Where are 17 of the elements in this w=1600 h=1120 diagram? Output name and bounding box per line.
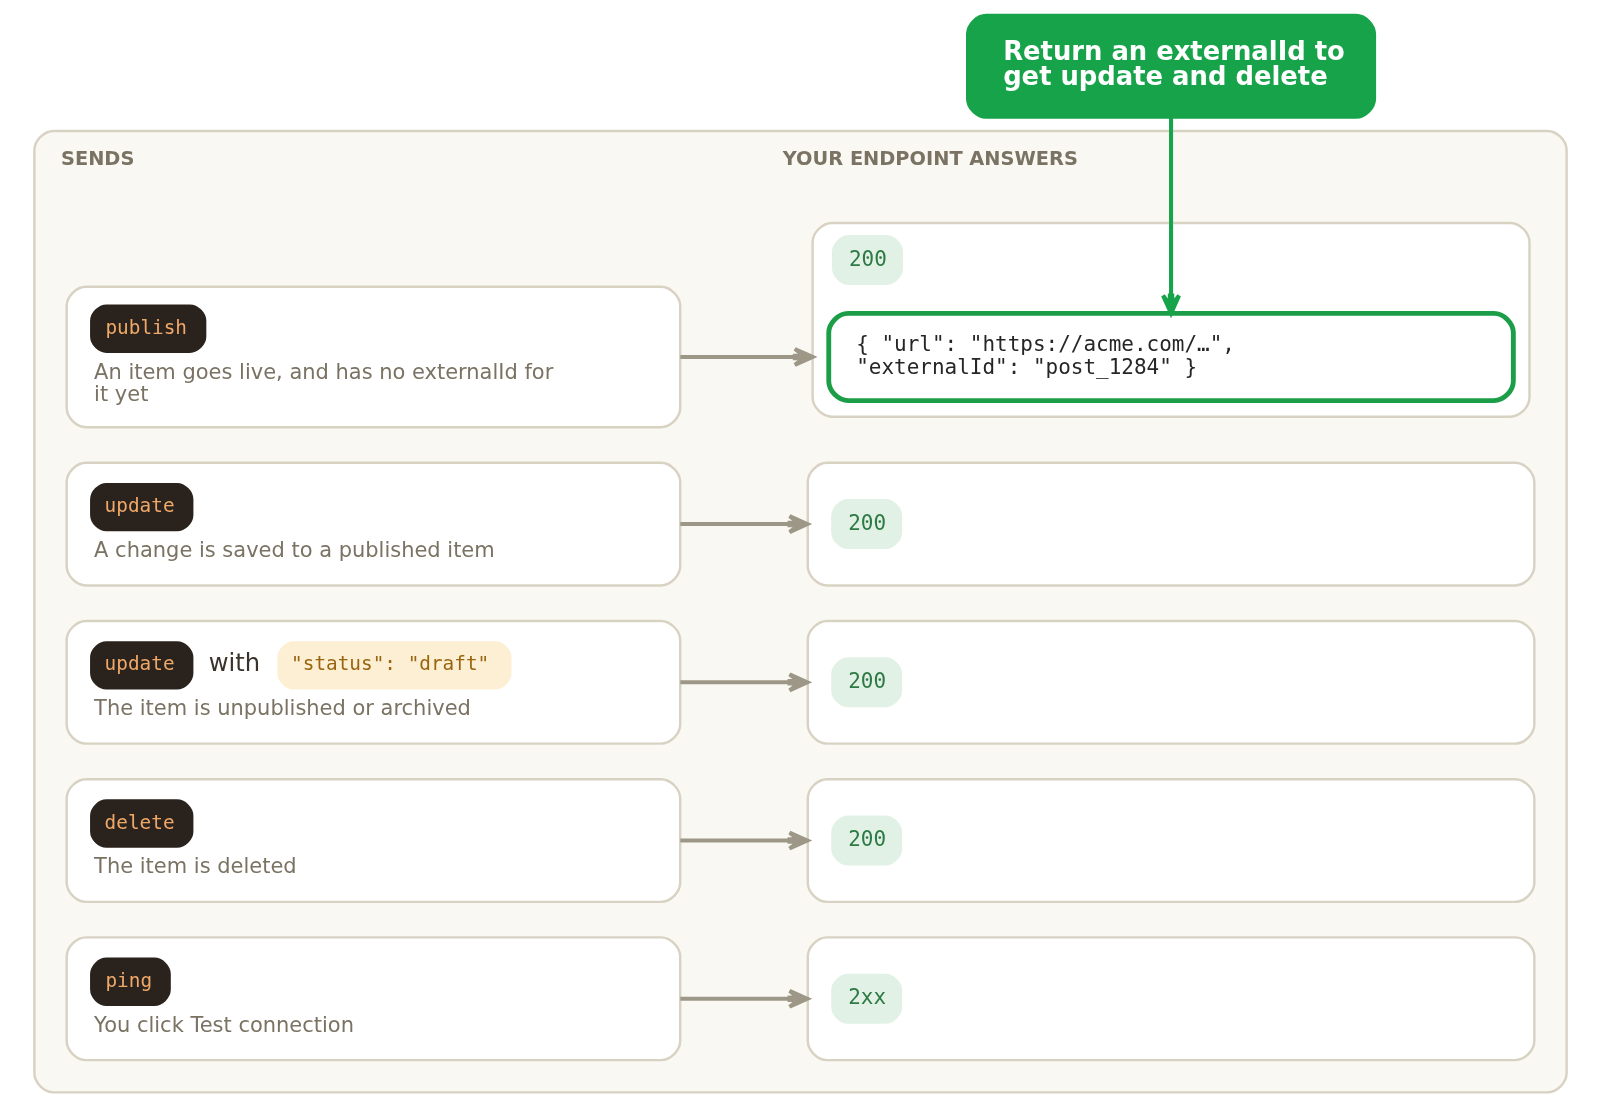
arrow [679, 988, 809, 1009]
node-box: delete The item is deleted [64, 777, 681, 904]
node-box: 2xx [806, 936, 1536, 1062]
node-box: update with "status": "draft" The item is unpublished or archived [64, 619, 681, 745]
node-box: { "url": "https://acme.com/…", "externalId": "post_1284" } [825, 310, 1516, 403]
arrow [679, 514, 809, 535]
arrow [1160, 118, 1181, 316]
node-box: Return an externalId to get update and delete [965, 13, 1376, 119]
node-box: ping You click Test connection [64, 936, 681, 1062]
arrow [679, 346, 815, 367]
node-box: update A change is saved to a published item [64, 461, 681, 587]
node-box: 200 [806, 619, 1536, 745]
arrow [679, 672, 809, 693]
node-box: publish An item goes live, and has no externalId for it yet [64, 285, 681, 429]
arrow [679, 830, 809, 851]
node-box: 200 [806, 461, 1536, 587]
node-box: 200 [806, 777, 1536, 904]
